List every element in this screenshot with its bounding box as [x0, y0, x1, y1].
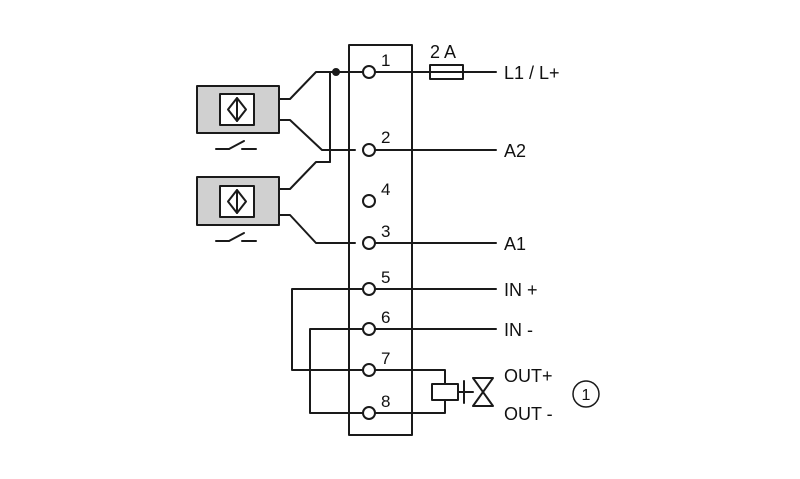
fuse-rating-label: 2 A [430, 42, 456, 62]
sensor-1 [196, 71, 356, 151]
terminal-6-label: 6 [381, 308, 390, 327]
signal-out-plus-label: OUT+ [504, 366, 553, 386]
callout-circle [572, 380, 600, 408]
signal-in-minus-label: IN - [504, 320, 533, 340]
terminal-2-label: 2 [381, 128, 390, 147]
signal-a2-label: A2 [504, 141, 526, 161]
terminal-5-contact [362, 282, 376, 296]
signal-out-minus-label: OUT - [504, 404, 553, 424]
terminal-5-label: 5 [381, 268, 390, 287]
signal-in-plus-label: IN + [504, 280, 538, 300]
terminal-7-label: 7 [381, 349, 390, 368]
terminal-6-contact [362, 322, 376, 336]
terminal-4-contact [362, 194, 376, 208]
valve-icon [472, 377, 494, 407]
callout-label: 1 [582, 387, 591, 404]
sensor-2 [196, 161, 356, 244]
terminal-4-label: 4 [381, 180, 390, 199]
terminal-3-label: 3 [381, 222, 390, 241]
terminal-3-contact [362, 236, 376, 250]
terminal-1-contact [362, 65, 376, 79]
solenoid-valve [374, 369, 494, 414]
signal-l1-label: L1 / L+ [504, 63, 560, 83]
terminal-8-label: 8 [381, 392, 390, 411]
solenoid-coil-icon [431, 383, 459, 401]
terminal-2-contact [362, 143, 376, 157]
terminal-8-contact [362, 406, 376, 420]
signal-a1-label: A1 [504, 234, 526, 254]
terminal-1-label: 1 [381, 51, 390, 70]
terminal-7-contact [362, 363, 376, 377]
